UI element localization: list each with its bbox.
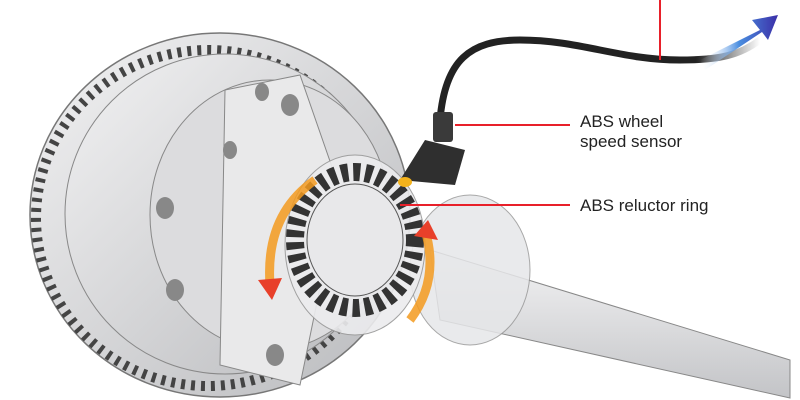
sensor-cable [436,36,763,121]
abs-wheel-speed-sensor [398,112,465,187]
rotation-arrow-right [406,228,435,323]
sensor-label-line1: ABS wheel [580,112,664,131]
leader-lines [400,0,661,206]
rotation-arrowhead-left [258,278,282,300]
signal-arrow [700,15,778,70]
reluctor-label: ABS reluctor ring [580,196,709,215]
reluctor-ring [286,163,424,317]
rotation-arrowhead-right [414,220,438,240]
sensor-label: ABS wheel speed sensor [580,112,682,152]
lug-holes [156,83,299,366]
sensor-label-line2: speed sensor [580,132,683,151]
rotation-arrow-left [265,176,318,286]
